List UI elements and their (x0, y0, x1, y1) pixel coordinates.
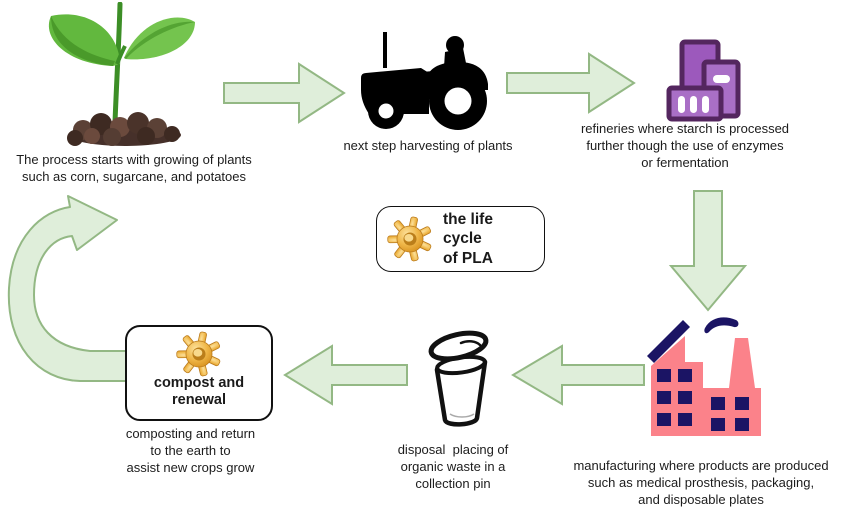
seedling-icon (25, 2, 215, 150)
arrow-tractor-to-refinery (506, 47, 637, 119)
arrow-compost-to-plant (0, 193, 148, 428)
caption-composting: composting and return to the earth to as… (125, 426, 256, 476)
arrow-trash-to-compost (282, 338, 408, 412)
tractor-icon (357, 32, 489, 132)
compost-box-label: compost and renewal (153, 375, 245, 409)
cycle-title-box: the life cycle of PLA (376, 206, 545, 272)
caption-disposal: disposal placing of organic waste in a c… (397, 442, 509, 492)
factory-icon (645, 312, 765, 436)
gear-icon (176, 331, 222, 377)
refinery-icon (662, 38, 747, 123)
caption-manufacturing: manufacturing where products are produce… (573, 458, 829, 508)
trash-bin-icon (414, 328, 509, 430)
caption-refining: refineries where starch is processed fur… (580, 121, 790, 171)
arrow-factory-to-trash (510, 338, 645, 412)
compost-box: compost and renewal (125, 325, 273, 421)
cycle-title: the life cycle of PLA (443, 210, 493, 267)
gear-icon (387, 216, 433, 262)
caption-growing: The process starts with growing of plant… (16, 152, 252, 185)
caption-harvesting: next step harvesting of plants (343, 138, 513, 153)
arrow-refinery-to-factory (668, 190, 748, 312)
arrow-plant-to-tractor (223, 57, 347, 129)
